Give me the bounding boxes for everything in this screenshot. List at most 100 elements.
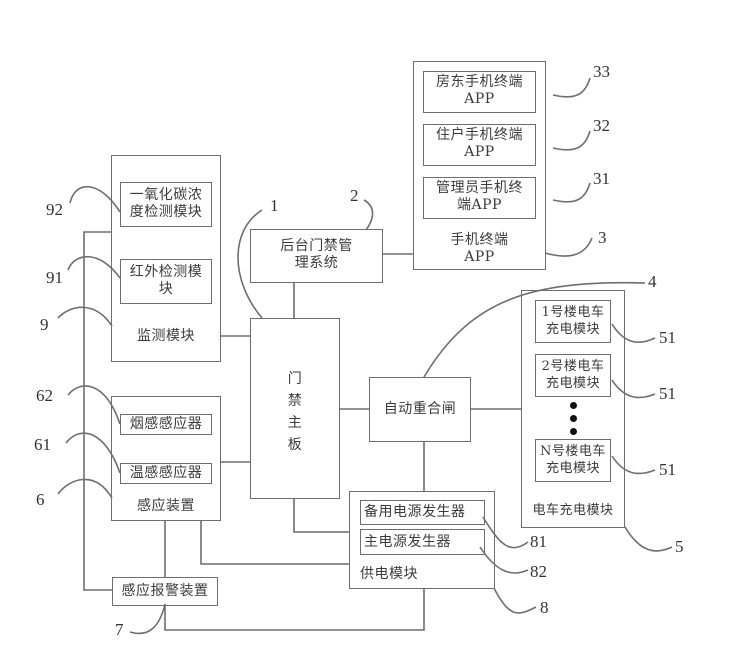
backup-power-box xyxy=(360,500,485,525)
leader-8 xyxy=(493,587,537,614)
leader-51b xyxy=(611,379,656,399)
leader-32 xyxy=(552,130,591,151)
ellipsis-dot xyxy=(570,428,577,435)
leader-92 xyxy=(69,186,121,213)
power-module-label: 供电模块 xyxy=(360,566,418,582)
ev2-line1: 2号楼电车 xyxy=(541,359,605,374)
ev1-line1: 1号楼电车 xyxy=(541,305,605,320)
ev-charging-box xyxy=(521,290,625,528)
leader-5 xyxy=(624,526,673,552)
backend-system-box xyxy=(250,229,383,283)
ref-2: 2 xyxy=(350,186,359,205)
ev-buildingN-label: N号楼电车充电模块 xyxy=(535,443,611,477)
ev2-line2: 充电模块 xyxy=(545,376,600,391)
ref-7: 7 xyxy=(115,620,124,639)
ev1-line2: 充电模块 xyxy=(545,322,600,337)
infrared-detector-box xyxy=(120,259,212,304)
auto-recloser-box xyxy=(369,377,471,442)
ev-building1-box xyxy=(535,300,611,343)
ir-line2: 块 xyxy=(158,281,174,297)
leader-31 xyxy=(552,182,591,203)
sensing-device-label: 感应装置 xyxy=(137,498,195,514)
ref-8: 8 xyxy=(540,598,549,617)
leader-2 xyxy=(363,199,374,231)
backend-line2: 理系统 xyxy=(294,255,339,271)
monitor-module-box xyxy=(111,155,221,362)
ref-1: 1 xyxy=(270,196,279,215)
co-line1: 一氧化碳浓 xyxy=(129,187,203,203)
backup-power-label: 备用电源发生器 xyxy=(364,504,466,520)
smoke-sensor-box xyxy=(120,414,212,435)
power-module-box xyxy=(349,491,495,589)
ellipsis-dot xyxy=(570,402,577,409)
ref-81: 81 xyxy=(530,532,547,551)
ref-6: 6 xyxy=(36,490,45,509)
temp-sensor-box xyxy=(120,463,212,484)
leader-51c xyxy=(611,455,656,475)
co-detector-label: 一氧化碳浓度检测模块 xyxy=(120,187,212,221)
leader-61 xyxy=(65,432,121,474)
ref-62: 62 xyxy=(36,386,53,405)
ev-buildingN-box xyxy=(535,439,611,482)
ref-5: 5 xyxy=(675,537,684,556)
leader-51a xyxy=(611,323,656,343)
admin-app-box xyxy=(423,177,536,219)
main-power-label: 主电源发生器 xyxy=(364,534,451,550)
ev-building2-box xyxy=(535,354,611,397)
mobile-app-line1: 手机终端 xyxy=(450,232,509,248)
mobile-app-container xyxy=(413,61,546,270)
ref-33: 33 xyxy=(593,62,610,81)
landlord-app-line2: APP xyxy=(464,91,495,107)
ref-4: 4 xyxy=(648,272,657,291)
ref-51a: 51 xyxy=(659,328,676,347)
leader-62 xyxy=(67,385,121,425)
evN-line1: N号楼电车 xyxy=(540,444,606,459)
sensing-device-box xyxy=(111,396,221,521)
co-line2: 度检测模块 xyxy=(129,204,203,220)
leader-3 xyxy=(544,237,593,257)
leader-91 xyxy=(67,255,121,279)
admin-app-line1: 管理员手机终 xyxy=(436,180,523,196)
door-main-board-box xyxy=(250,318,340,499)
ev-charging-label: 电车充电模块 xyxy=(532,503,614,518)
leader-6 xyxy=(57,478,113,499)
resident-app-box xyxy=(423,124,536,166)
admin-app-line2: 端APP xyxy=(457,197,502,213)
alarm-device-label: 感应报警装置 xyxy=(121,583,209,599)
edge-sensing-power xyxy=(200,520,350,565)
ref-51b: 51 xyxy=(659,384,676,403)
edge-board-power xyxy=(293,498,350,533)
temp-sensor-label: 温感感应器 xyxy=(129,465,203,481)
alarm-device-box xyxy=(112,577,218,606)
edge-monitor-alarm xyxy=(83,231,112,591)
main-power-box xyxy=(360,529,485,555)
ref-31: 31 xyxy=(593,169,610,188)
auto-recloser-label: 自动重合闸 xyxy=(383,401,457,417)
co-detector-box xyxy=(120,182,212,227)
leader-33 xyxy=(552,77,591,98)
ref-92: 92 xyxy=(46,200,63,219)
leader-7 xyxy=(129,603,166,635)
leader-9 xyxy=(57,306,113,327)
landlord-app-line1: 房东手机终端 xyxy=(436,74,523,90)
ref-3: 3 xyxy=(598,228,607,247)
ev-building1-label: 1号楼电车充电模块 xyxy=(535,304,611,338)
ref-32: 32 xyxy=(593,116,610,135)
ellipsis-dot xyxy=(570,415,577,422)
resident-app-line1: 住户手机终端 xyxy=(436,127,523,143)
ir-line1: 红外检测模 xyxy=(129,264,203,280)
backend-system-label: 后台门禁管理系统 xyxy=(250,238,383,272)
evN-line2: 充电模块 xyxy=(545,461,600,476)
ref-61: 61 xyxy=(34,435,51,454)
ref-9: 9 xyxy=(40,315,49,334)
ref-91: 91 xyxy=(46,268,63,287)
monitor-module-label: 监测模块 xyxy=(137,328,195,344)
leader-1 xyxy=(237,209,263,319)
ev-building2-label: 2号楼电车充电模块 xyxy=(535,358,611,392)
landlord-app-box xyxy=(423,71,536,113)
backend-line1: 后台门禁管 xyxy=(280,238,353,254)
ref-51c: 51 xyxy=(659,460,676,479)
